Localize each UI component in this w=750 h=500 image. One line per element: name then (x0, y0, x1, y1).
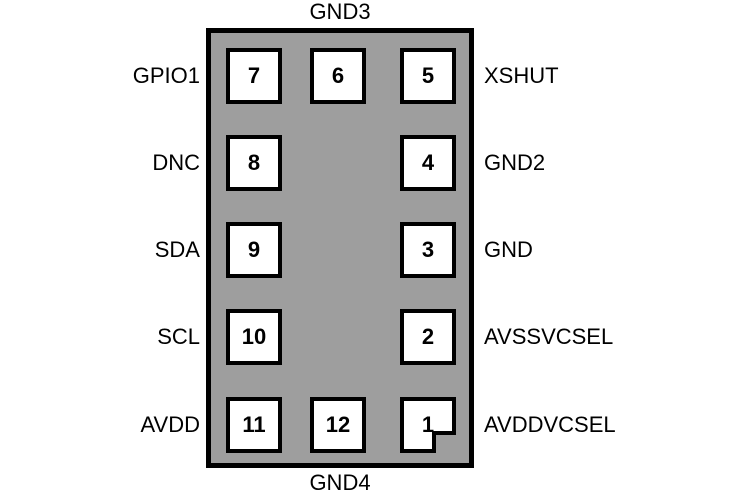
pin-1-label: AVDDVCSEL (484, 412, 616, 437)
pin-7-label: GPIO1 (132, 63, 200, 88)
pin-2: 2 (400, 309, 456, 365)
pin-4-number: 4 (421, 150, 435, 175)
pin-4: 4 (400, 135, 456, 191)
pin-9-label: SDA (154, 237, 200, 262)
pin-11-number: 11 (242, 412, 266, 437)
pin-3: 3 (400, 222, 456, 278)
pin-6: 6 (310, 48, 366, 104)
pin-4-label: GND2 (484, 150, 546, 175)
pin-1-number: 1 (421, 412, 435, 437)
pin-12-label: GND4 (309, 470, 371, 495)
pin-7-number: 7 (247, 63, 261, 88)
pin-1: 1 (400, 397, 456, 453)
pin-3-label: GND (484, 237, 533, 262)
pin-11: 11 (226, 397, 282, 453)
pin-2-number: 2 (421, 324, 435, 349)
pin-5-label: XSHUT (484, 63, 559, 88)
pin-10-label: SCL (157, 324, 200, 349)
pin-9-number: 9 (247, 237, 261, 262)
pin-10-number: 10 (241, 324, 267, 349)
pin-8: 8 (226, 135, 282, 191)
pin-11-label: AVDD (140, 412, 201, 437)
pin-2-label: AVSSVCSEL (484, 324, 614, 349)
pin-3-number: 3 (421, 237, 435, 262)
pin-12-number: 12 (325, 412, 351, 437)
pin-6-number: 6 (331, 63, 345, 88)
pin-6-label: GND3 (309, 0, 371, 24)
pin1-index-notch (432, 431, 456, 453)
pin-10: 10 (226, 309, 282, 365)
pin-8-number: 8 (247, 150, 261, 175)
pin-5: 5 (400, 48, 456, 104)
pin-8-label: DNC (152, 150, 200, 175)
pin-7: 7 (226, 48, 282, 104)
pin-9: 9 (226, 222, 282, 278)
pin-5-number: 5 (421, 63, 435, 88)
pin-12: 12 (310, 397, 366, 453)
